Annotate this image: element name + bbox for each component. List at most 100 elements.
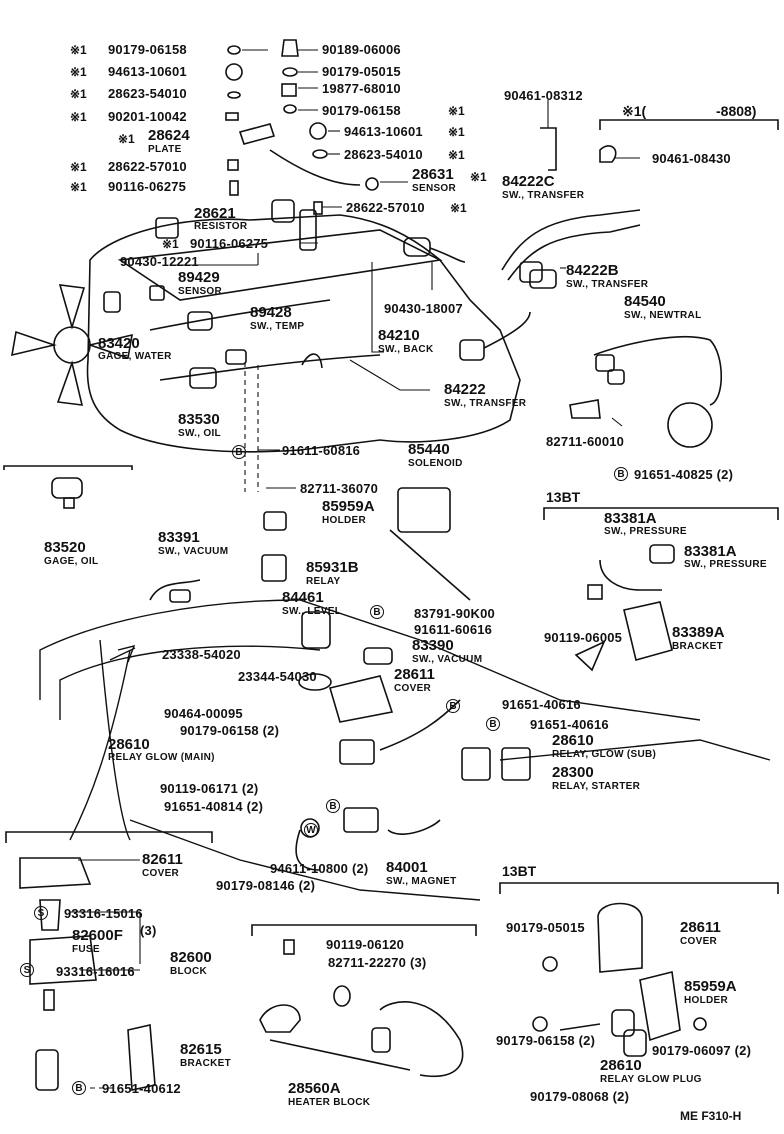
label-cover: COVER — [142, 868, 180, 879]
label-91651-40612: 91651-40612 — [102, 1081, 181, 1096]
label-90189-06006: 90189-06006 — [322, 42, 401, 57]
label-28623-54010: 28623-54010 — [344, 147, 423, 162]
label-91611-60816: 91611-60816 — [282, 443, 361, 458]
label-sw-temp: SW., TEMP — [250, 321, 305, 332]
label-90464-00095: 90464-00095 — [164, 706, 243, 721]
b-marker-icon: B — [232, 444, 246, 460]
label-90179-05015: 90179-05015 — [322, 64, 401, 79]
cooling-fan — [11, 284, 133, 406]
label-82611: 82611 — [142, 851, 183, 868]
label-83390: 83390 — [412, 637, 454, 654]
asterisk-mark: ※1 — [450, 201, 467, 215]
label-90461-08312: 90461-08312 — [504, 88, 583, 103]
label-sw-pressure: SW., PRESSURE — [684, 559, 767, 570]
asterisk-mark: ※1 — [448, 148, 465, 162]
label-gage-water: GAGE, WATER — [98, 351, 172, 362]
label-90179-06158: 90179-06158 (2) — [496, 1033, 596, 1048]
label-sw-transfer: SW., TRANSFER — [502, 190, 585, 201]
label-23338-54020: 23338-54020 — [162, 647, 241, 662]
leader-lines — [174, 49, 640, 492]
label-84210: 84210 — [378, 327, 420, 344]
label-91651-40814: 91651-40814 (2) — [164, 799, 264, 814]
label-91611-60616: 91611-60616 — [414, 622, 493, 637]
b-marker-icon: B — [446, 698, 460, 714]
label-84222: 84222 — [444, 381, 486, 398]
label-sw-pressure: SW., PRESSURE — [604, 526, 687, 537]
header-value: -8808) — [716, 103, 757, 119]
label-85931b: 85931B — [306, 559, 359, 576]
label-qty-3: (3) — [140, 923, 157, 938]
label-relay: RELAY — [306, 576, 341, 587]
label-sensor: SENSOR — [178, 286, 223, 297]
label-94613-10601: 94613-10601 — [108, 64, 187, 79]
label-90179-06097: 90179-06097 (2) — [652, 1043, 752, 1058]
label-holder: HOLDER — [684, 995, 729, 1006]
label-91651-40616: 91651-40616 — [530, 717, 609, 732]
w-marker-icon: W — [304, 822, 318, 838]
label-90430-18007: 90430-18007 — [384, 301, 463, 316]
label-83389a: 83389A — [672, 624, 725, 641]
label-90119-06171: 90119-06171 (2) — [160, 781, 259, 796]
asterisk-mark: ※1 — [118, 132, 135, 146]
label-82711-22270: 82711-22270 (3) — [328, 955, 427, 970]
footer-code: ME F310-H — [680, 1109, 742, 1123]
label-85440: 85440 — [408, 441, 450, 458]
header-mark: ※1( — [622, 103, 647, 119]
b-marker-icon: B — [614, 466, 628, 482]
b-marker-icon: B — [72, 1080, 86, 1096]
bracket-13bt-lower — [499, 882, 779, 1057]
label-cover: COVER — [394, 683, 432, 694]
label-28631: 28631 — [412, 166, 454, 183]
label-28560a: 28560A — [288, 1080, 341, 1097]
top-small-parts — [225, 39, 379, 215]
label-28300: 28300 — [552, 764, 594, 781]
b-marker-icon: B — [486, 716, 500, 732]
asterisk-mark: ※1 — [70, 180, 87, 194]
sensor-parts — [103, 199, 323, 389]
label-plate: PLATE — [148, 144, 182, 155]
engine-block-outline — [86, 214, 521, 453]
label-82711-36070: 82711-36070 — [300, 481, 379, 496]
label-block: BLOCK — [170, 966, 208, 977]
label-28611: 28611 — [394, 666, 435, 683]
label-82600: 82600 — [170, 949, 212, 966]
label-cover: COVER — [680, 936, 718, 947]
label-85959a: 85959A — [684, 978, 737, 995]
label-82615: 82615 — [180, 1041, 222, 1058]
label-sw-newtral: SW., NEWTRAL — [624, 310, 702, 321]
label-23344-54030: 23344-54030 — [238, 669, 317, 684]
asterisk-mark: ※1 — [70, 65, 87, 79]
label-sw-level: SW., LEVEL — [282, 606, 342, 617]
label-90179-06158: 90179-06158 — [322, 103, 401, 118]
label-83530: 83530 — [178, 411, 220, 428]
label-sensor: SENSOR — [412, 183, 457, 194]
asterisk-mark: ※1 — [70, 87, 87, 101]
label-91651-40616: 91651-40616 — [502, 697, 581, 712]
asterisk-mark: ※1 — [448, 125, 465, 139]
label-94613-10601: 94613-10601 — [344, 124, 423, 139]
fuse-block-frame — [5, 831, 213, 1091]
asterisk-mark: ※1 — [162, 237, 179, 251]
asterisk-mark: ※1 — [70, 43, 87, 57]
header-bracket — [599, 119, 779, 130]
label-28624: 28624 — [148, 127, 190, 144]
label-82711-60010: 82711-60010 — [546, 434, 625, 449]
label-sw-transfer: SW., TRANSFER — [444, 398, 527, 409]
label-holder: HOLDER — [322, 515, 367, 526]
label-heater-block: HEATER BLOCK — [288, 1097, 371, 1108]
s-marker-icon: S — [20, 962, 34, 978]
label-bracket: BRACKET — [672, 641, 723, 652]
label-83391: 83391 — [158, 529, 200, 546]
label-84001: 84001 — [386, 859, 428, 876]
section-13bt: 13BT — [546, 489, 581, 505]
label-relay-glow-plug: RELAY GLOW PLUG — [600, 1074, 702, 1085]
asterisk-mark: ※1 — [470, 170, 487, 184]
label-83520: 83520 — [44, 539, 86, 556]
label-91651-40825: 91651-40825 (2) — [634, 467, 734, 482]
label-28610: 28610 — [108, 736, 150, 753]
label-93316-16016: 93316-16016 — [56, 964, 135, 979]
label-28611: 28611 — [680, 919, 721, 936]
label-sw-back: SW., BACK — [378, 344, 434, 355]
label-28622-57010: 28622-57010 — [346, 200, 425, 215]
label-relay-glow-main: RELAY GLOW (MAIN) — [108, 752, 215, 763]
